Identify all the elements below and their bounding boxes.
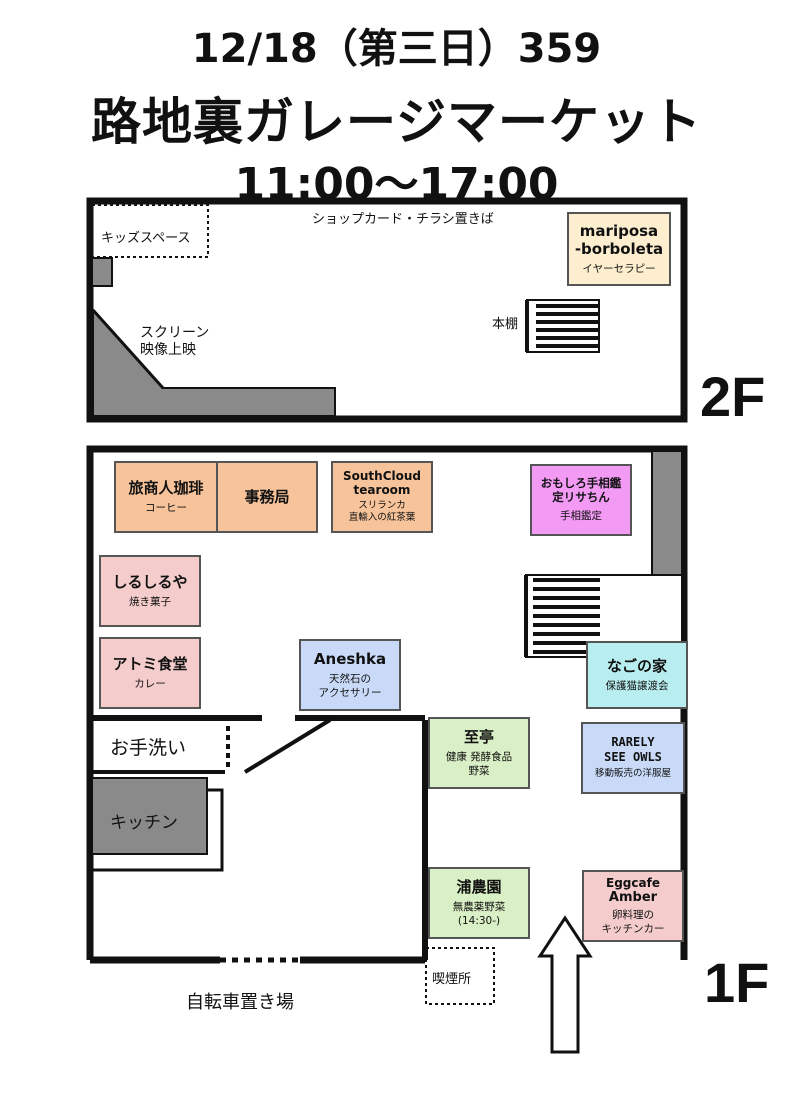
booth-name: Eggcafe xyxy=(606,875,660,890)
booth-eggcafe-amber: Eggcafe Amber 卵料理の キッチンカー xyxy=(582,870,684,942)
booth-shirushiruya: しるしるや 焼き菓子 xyxy=(99,555,201,627)
booth-description-line2: (14:30-) xyxy=(457,915,501,927)
booth-name-line2: 定リサちん xyxy=(552,489,610,504)
booth-description: 卵料理の xyxy=(612,908,654,921)
event-name-title: 路地裏ガレージマーケット xyxy=(91,93,702,151)
booth-atomi-shokudo: アトミ食堂 カレー xyxy=(99,637,201,709)
booth-name: 至亭 xyxy=(463,727,494,746)
booth-name-line2: SEE OWLS xyxy=(604,749,662,764)
booth-shitei: 至亭 健康 発酵食品 野菜 xyxy=(428,717,530,789)
booth-description: 保護猫譲渡会 xyxy=(605,679,669,692)
screen-label: スクリーン xyxy=(140,325,210,341)
smoking-area xyxy=(425,947,495,1005)
floor-label-2f: 2F xyxy=(700,365,766,428)
kitchen-block xyxy=(91,777,208,855)
booth-name-line2: Amber xyxy=(608,890,658,906)
event-date-title: 12/18（第三日）359 xyxy=(191,26,602,72)
screen-ramp xyxy=(92,307,336,417)
booth-description-line2: 野菜 xyxy=(468,765,490,777)
booth-description-line2: 直輸入の紅茶葉 xyxy=(348,512,416,524)
booth-aneshka: Aneshka 天然石の アクセサリー xyxy=(299,639,401,711)
booth-description: 手相鑑定 xyxy=(560,509,602,522)
booth-name: しるしるや xyxy=(112,572,188,591)
smoking-area-label: 喫煙所 xyxy=(432,972,472,987)
booth-description: スリランカ xyxy=(358,499,406,511)
booth-name: 事務局 xyxy=(244,488,290,506)
first-floor-gray-pillar xyxy=(651,450,683,576)
booth-description: 健康 発酵食品 xyxy=(445,750,513,763)
bookshelf-label: 本棚 xyxy=(492,317,519,332)
booth-name-line2: tearoom xyxy=(353,483,411,498)
booth-description: 天然石の xyxy=(329,672,371,685)
booth-jimukyoku: 事務局 xyxy=(216,461,318,533)
booth-description-line2: アクセサリー xyxy=(318,687,382,699)
shop-card-area-label: ショップカード・チラシ置きば xyxy=(312,212,494,227)
booth-name: Aneshka xyxy=(313,649,387,668)
floor-label-1f: 1F xyxy=(704,951,770,1014)
booth-name: おもしろ手相鑑 xyxy=(540,476,622,491)
booth-description: 無農薬野菜 xyxy=(452,900,506,913)
booth-description-line2: キッチンカー xyxy=(601,922,665,935)
second-floor-walls xyxy=(86,197,688,423)
booth-description: イヤーセラピー xyxy=(582,262,656,275)
booth-name: なごの家 xyxy=(606,656,667,675)
booth-name: mariposa xyxy=(579,221,659,240)
booth-name: アトミ食堂 xyxy=(112,654,188,673)
booth-name: 旅商人珈琲 xyxy=(128,478,204,497)
booth-name: RARELY xyxy=(611,735,655,750)
booth-description: カレー xyxy=(134,677,166,690)
entrance-arrow xyxy=(537,915,593,1054)
booth-rarely-see-owls: RARELY SEE OWLS 移動販売の洋服屋 xyxy=(581,722,685,794)
booth-name: 浦農園 xyxy=(456,877,502,896)
kids-space-label: キッズスペース xyxy=(101,231,191,246)
booth-mariposa: mariposa -borboleta イヤーセラピー xyxy=(567,212,671,286)
bicycle-parking-label: 自転車置き場 xyxy=(186,992,294,1013)
restroom-label: お手洗い xyxy=(110,737,187,759)
booth-description: コーヒー xyxy=(145,501,187,514)
booth-description: 移動販売の洋服屋 xyxy=(594,767,671,779)
second-floor-stairs xyxy=(525,299,600,353)
screen-sub-label: 映像上映 xyxy=(140,342,196,358)
booth-uranoen: 浦農園 無農薬野菜 (14:30-) xyxy=(428,867,530,939)
booth-omoshiro-tesou: おもしろ手相鑑 定リサちん 手相鑑定 xyxy=(530,464,632,536)
booth-nagonoie: なごの家 保護猫譲渡会 xyxy=(586,641,688,709)
booth-name-line2: -borboleta xyxy=(574,239,664,258)
booth-description: 焼き菓子 xyxy=(129,595,171,608)
second-floor-gray-block xyxy=(91,257,113,287)
booth-southcloud: SouthCloud tearoom スリランカ 直輸入の紅茶葉 xyxy=(331,461,433,533)
booth-tabishonin-coffee: 旅商人珈琲 コーヒー xyxy=(114,461,218,533)
kitchen-label: キッチン xyxy=(110,813,178,833)
booth-name: SouthCloud xyxy=(342,468,421,483)
